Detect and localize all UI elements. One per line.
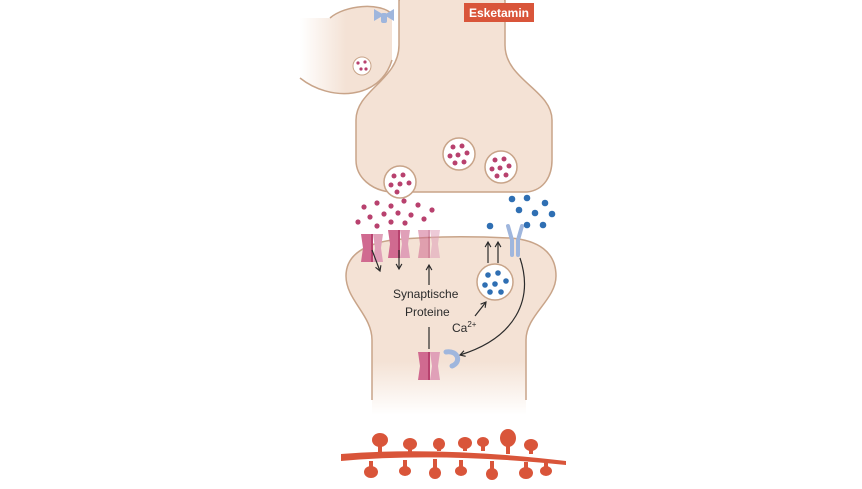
dendrite-spines	[341, 429, 566, 480]
calcium-symbol: Ca	[452, 321, 468, 335]
bdnf-release	[486, 194, 556, 230]
trkb-receptor-icon	[506, 224, 524, 257]
calcium-arrow	[474, 301, 487, 317]
receptor-channel-icon	[418, 352, 440, 380]
interneuron-terminal	[300, 6, 392, 94]
calcium-label: Ca2+	[452, 320, 477, 335]
calcium-channel-icon	[443, 349, 461, 369]
vesicle	[484, 150, 518, 184]
calcium-charge: 2+	[467, 320, 477, 329]
glutamate-release	[355, 198, 435, 229]
arrow-down	[371, 249, 382, 273]
presynaptic-neuron	[355, 0, 553, 193]
vesicle	[442, 137, 476, 171]
synaptic-proteins-label-line1: Synaptische	[393, 287, 459, 301]
interneuron-vesicle	[352, 56, 372, 76]
signaling-arrow	[458, 257, 525, 357]
esketamine-label: Esketamin	[464, 3, 534, 22]
bdnf-vesicle	[476, 263, 514, 301]
fusing-vesicle	[383, 165, 417, 199]
ampa-receptor-icon	[361, 234, 383, 262]
synaptic-proteins-label-line2: Proteine	[405, 305, 450, 319]
ampa-receptor-icon	[418, 230, 440, 258]
nmda-receptor-icon	[374, 9, 394, 23]
